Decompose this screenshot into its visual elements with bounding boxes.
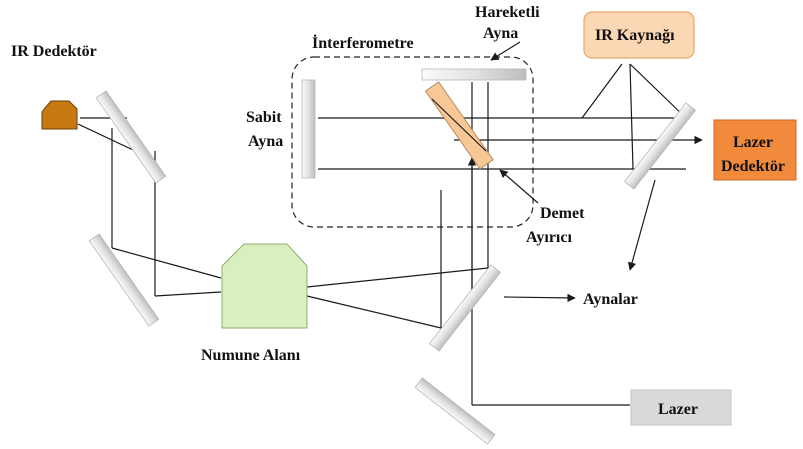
sample-area-label: Numune Alanı: [201, 347, 301, 364]
ir-source-label: IR Kaynağı: [595, 27, 675, 44]
moving-mirror: [421, 68, 527, 81]
beam-splitter-center-line: [431, 98, 487, 152]
fixed-mirror: [301, 79, 316, 179]
moving-mirror-pointer: [490, 41, 521, 61]
beam-splitter-label-line2: Ayırıcı: [526, 229, 572, 246]
laser-detector-box: [713, 119, 797, 181]
laser-detector-label-line1: Lazer: [733, 134, 773, 151]
ir-detector-mirror: [95, 90, 167, 184]
beam-paths: [77, 63, 703, 406]
ir-source-box: [583, 11, 695, 59]
right-output-mirror: [623, 102, 697, 190]
fixed-mirror-label-line1: Sabit: [246, 109, 282, 126]
sample-chamber-icon: [221, 243, 308, 329]
mirrors-pointer-horizontal: [503, 293, 576, 303]
laser-box: [630, 389, 732, 426]
mirrors-label: Aynalar: [583, 291, 638, 308]
laser-detector-label-line2: Dedektör: [721, 158, 785, 175]
ir-detector-label: IR Dedektör: [11, 43, 97, 60]
sample-feed-mirror: [428, 264, 502, 352]
interferometer-label: İnterferometre: [312, 33, 414, 52]
beam-splitter-pointer: [499, 169, 539, 204]
moving-mirror-label-line2: Ayna: [483, 25, 518, 42]
left-lower-mirror: [88, 233, 160, 327]
mirrors-pointer-up: [627, 179, 656, 271]
beam-splitter-label-line1: Demet: [540, 205, 585, 222]
laser-mirror: [414, 377, 496, 445]
moving-mirror-label-line1: Hareketli: [475, 4, 540, 21]
fixed-mirror-label-line2: Ayna: [248, 133, 283, 150]
ir-detector-icon: [41, 100, 78, 130]
interferometer-boundary: [291, 56, 534, 228]
laser-label: Lazer: [658, 401, 698, 418]
